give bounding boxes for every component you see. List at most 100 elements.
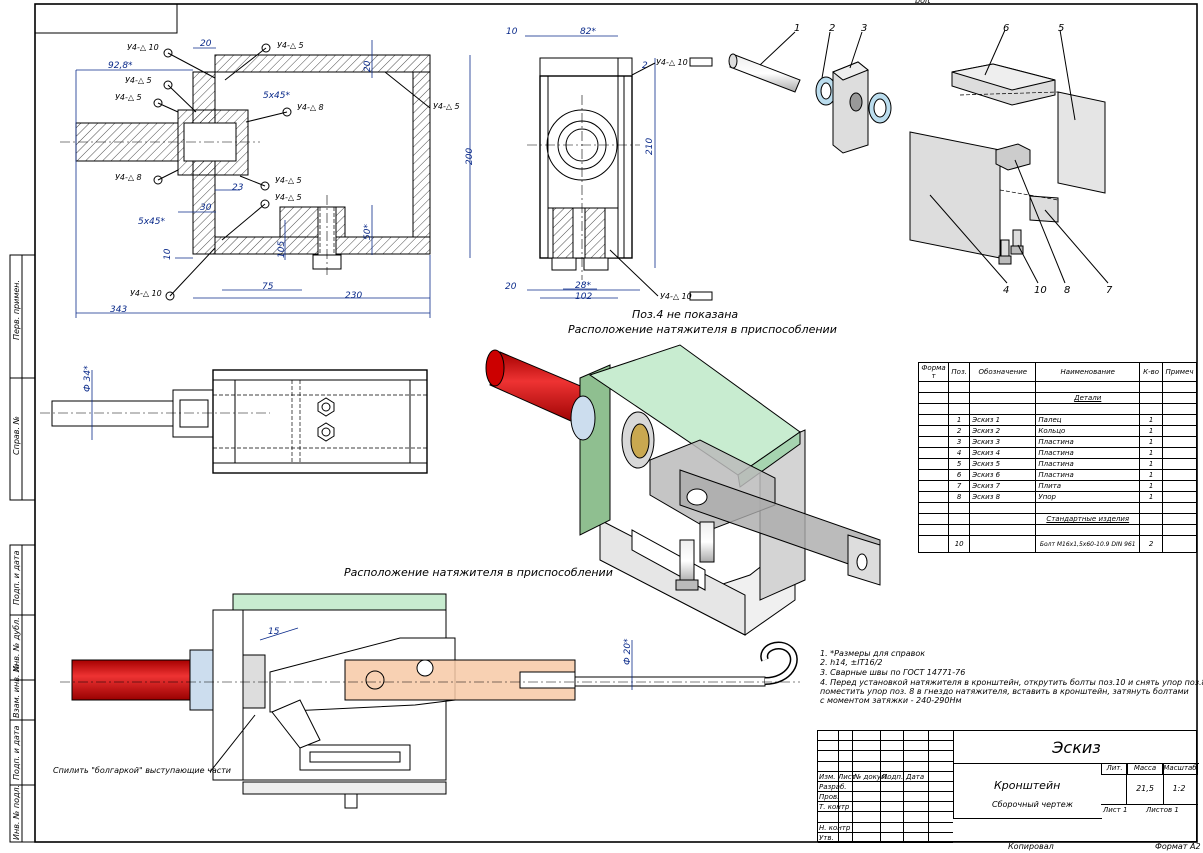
col-scale: Масштаб <box>1162 763 1198 775</box>
part-7-plate <box>1029 195 1059 223</box>
weld-mark: У4-△ 8 <box>297 103 324 112</box>
dim-28: 28* <box>575 281 591 291</box>
stamp-vzam: Взам. инв. № <box>12 664 21 718</box>
revision-col-label: № докум. <box>854 772 889 781</box>
dim-30: 30 <box>200 203 212 213</box>
dim-10-top: 10 <box>506 27 518 37</box>
file-fragment: bolt <box>915 0 931 5</box>
iso-assembly-view <box>485 344 881 636</box>
svg-text:1. *Размеры для справок: 1. *Размеры для справок <box>820 649 925 658</box>
revision-col-label: Подп. <box>882 772 904 781</box>
title-block: Эскиз Кронштейн Сборочный чертеж Лит. Ма… <box>817 730 1199 843</box>
revision-col-label: Изм. <box>819 772 836 781</box>
role-label: Пров. <box>819 793 840 802</box>
spec-header: К-во <box>1139 362 1164 382</box>
spec-header: Наименование <box>1035 362 1141 382</box>
col-mass: Масса <box>1126 763 1164 775</box>
stamp-perv: Перв. примен. <box>12 280 21 340</box>
weld-mark: У4-△ 5 <box>433 102 460 111</box>
caption-mid: Расположение натяжителя в приспособлении <box>344 566 613 579</box>
revision-col-label: Дата <box>906 772 925 781</box>
role-label: Разраб. <box>819 782 847 791</box>
scale-value: 1:2 <box>1172 784 1186 793</box>
part-5-plate <box>1057 91 1106 194</box>
dim-10: 10 <box>163 248 173 260</box>
mass-value: 21,5 <box>1126 774 1164 804</box>
role-label: Утв. <box>819 833 834 842</box>
spec-header: Форма т <box>917 362 950 382</box>
callout-1: 1 <box>794 23 800 34</box>
dim-50: 50* <box>363 224 373 240</box>
spec-header: Обозначение <box>969 362 1037 382</box>
weld-mark: У4-△ 8 <box>115 173 142 182</box>
dim-23: 23 <box>232 183 244 193</box>
spec-section-parts: Детали <box>1035 392 1141 404</box>
svg-text:поместить упор поз. 8 в гнездо: поместить упор поз. 8 в гнездо натяжител… <box>820 687 1189 696</box>
weld-mark: У4-△ 10 <box>127 43 159 52</box>
pos4-not-shown-label: Поз.4 не показана <box>632 308 738 321</box>
weld-mark: У4-△ 5 <box>125 76 152 85</box>
weld-mark: У4-△ 5 <box>277 41 304 50</box>
stamp-podp1: Подп. и дата <box>12 550 21 605</box>
dim-15: 15 <box>268 627 280 637</box>
callout-6: 6 <box>1003 23 1009 34</box>
dim-5x45-a: 5х45* <box>263 91 291 101</box>
dim-phi34: Ф 34* <box>83 365 93 392</box>
stamp-podp2: Подп. и дата <box>12 725 21 780</box>
svg-text:4. Перед установкой натяжите: 4. Перед установкой натяжителя в кронште… <box>820 678 1203 687</box>
dim-82: 82* <box>580 27 596 37</box>
callout-2: 2 <box>829 23 835 34</box>
svg-text:3. Сварные швы по ГОСТ 14771: 3. Сварные швы по ГОСТ 14771-76 <box>820 668 965 677</box>
callout-3: 3 <box>861 23 867 34</box>
weld-mark: У4-△ 5 <box>115 93 142 102</box>
revision-col-label: Лист <box>838 772 856 781</box>
bottom-view: Ф 20* 15 <box>60 593 800 809</box>
dim-20: 20 <box>200 39 212 49</box>
svg-text:2. h14, ±IT16/2: 2. h14, ±IT16/2 <box>820 658 882 667</box>
spec-header: Примеч <box>1162 362 1197 382</box>
dim-2: 2 <box>642 61 648 71</box>
callout-5: 5 <box>1058 23 1064 34</box>
stamp-inv-dubl: Инв. № дубл. <box>12 617 21 672</box>
callout-4: 4 <box>1003 285 1009 296</box>
dim-75: 75 <box>262 282 274 292</box>
front-section-view: 20 92,8* 5х45* 23 30 5х45* 75 230 343 20… <box>60 39 475 318</box>
doc-title: Эскиз <box>953 731 1199 764</box>
weld-mark: У4-△ 10 <box>130 289 162 298</box>
part-name: Кронштейн <box>994 779 1061 792</box>
stamp-inv-podl: Инв. № подл. <box>12 785 21 840</box>
dim-230: 230 <box>345 291 362 301</box>
weld-mark: У4-△ 5 <box>275 193 302 202</box>
role-label: Т. контр <box>819 803 850 812</box>
cut-off-note: Спилить "болгаркой" выступающие части <box>53 766 231 775</box>
callout-10: 10 <box>1034 285 1047 296</box>
sheet-number: Лист 1 <box>1103 806 1128 814</box>
part-1-pin <box>728 53 801 93</box>
role-label: Н. контр <box>819 823 851 832</box>
side-view: 82* 10 2 210 20 28* 102 У4-△ 10 У4-△ 10 <box>505 27 713 302</box>
dim-105: 105 <box>277 241 287 258</box>
top-left-box <box>34 3 178 34</box>
callout-7: 7 <box>1106 285 1113 296</box>
part-subname: Сборочный чертеж <box>992 800 1073 809</box>
dim-phi20: Ф 20* <box>623 638 633 665</box>
dim-200: 200 <box>465 148 475 165</box>
technical-notes: 1. *Размеры для справок 2. h14, ±IT16/2 … <box>820 649 1203 705</box>
dim-92-8: 92,8* <box>108 61 133 71</box>
side-stamp: Перв. примен. Справ. № Подп. и дата Инв.… <box>9 254 36 843</box>
svg-text:с моментом затяжки - 240-290Н: с моментом затяжки - 240-290Нм <box>820 696 962 705</box>
weld-mark: У4-△ 10 <box>660 292 692 301</box>
stamp-sprav: Справ. № <box>12 416 21 455</box>
dim-5x45-b: 5х45* <box>138 217 166 227</box>
caption-top: Расположение натяжителя в приспособлении <box>568 323 837 336</box>
spec-header: Поз. <box>948 362 971 382</box>
